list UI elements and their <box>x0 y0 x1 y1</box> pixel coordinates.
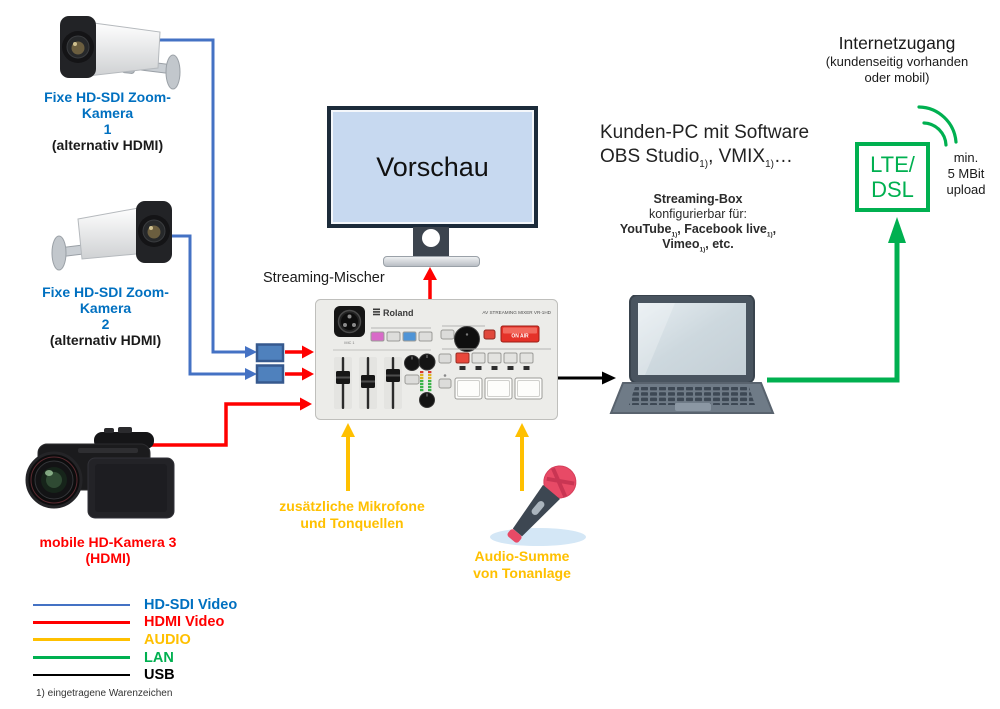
model-label: AV STREAMING MIXER VR-1HD <box>482 310 551 315</box>
mic-icon <box>507 465 577 543</box>
audio-sum-label: Audio-Summe von Tonanlage <box>452 548 592 582</box>
internet-caption: Internetzugang (kundenseitig vorhanden o… <box>807 32 987 86</box>
legend-label-lan: LAN <box>144 649 174 666</box>
camera2-label: Fixe HD-SDI Zoom-Kamera 2 (alternativ HD… <box>18 284 193 348</box>
legend-line-hdsdi <box>33 603 130 606</box>
footnote: 1) eingetragene Warenzeichen <box>36 688 173 699</box>
legend-row: USB <box>33 666 237 684</box>
mixer-label: Streaming-Mischer <box>263 270 385 286</box>
streaming-box-line4: Vimeo1), etc. <box>662 237 734 254</box>
audio-knobs <box>404 353 436 408</box>
legend-label-audio: AUDIO <box>144 631 191 648</box>
camera2-number: 2 <box>101 316 110 332</box>
legend-line-lan <box>33 656 130 660</box>
upload-note-1: min. <box>953 150 979 165</box>
streaming-mixer: MIC 1 Roland AV STREAMING MIXER VR-1HD <box>315 299 558 420</box>
laptop-base <box>609 382 775 414</box>
level-meter <box>420 371 432 392</box>
legend: HD-SDI Video HDMI Video AUDIO LAN USB <box>33 596 237 684</box>
sdi-converter-box-2 <box>255 364 285 384</box>
legend-row: AUDIO <box>33 631 237 649</box>
lte-dsl-box: LTE/ DSL <box>855 142 930 212</box>
camera3-label: mobile HD-Kamera 3 (HDMI) <box>28 534 188 566</box>
scene-buttons <box>438 348 551 370</box>
svg-text:ON AIR: ON AIR <box>511 334 529 340</box>
audio-in-label: zusätzliche Mikrofone und Tonquellen <box>272 498 432 532</box>
lte-line2: DSL <box>871 177 914 202</box>
camera1-illustration <box>52 8 187 98</box>
legend-line-audio <box>33 638 130 642</box>
lte-line1: LTE/ <box>870 152 915 177</box>
camera1-label: Fixe HD-SDI Zoom-Kamera 1 (alternativ HD… <box>20 89 195 153</box>
legend-row: LAN <box>33 649 237 667</box>
streaming-box-caption: Streaming-Box konfigurierbar für: YouTub… <box>600 192 796 254</box>
upload-note-3: upload <box>946 182 986 197</box>
laptop-screen <box>629 295 755 384</box>
legend-row: HDMI Video <box>33 614 237 632</box>
audio-sum-line1: Audio-Summe <box>474 548 570 564</box>
camera3-alt: (HDMI) <box>85 550 131 566</box>
hdmi-line-preview <box>423 267 437 299</box>
input-buttons <box>454 377 543 400</box>
audio-effects-buttons <box>370 327 433 342</box>
pc-caption-line1: Kunden-PC mit Software <box>600 122 810 143</box>
camcorder-screen <box>87 457 175 519</box>
legend-label-hdsdi: HD-SDI Video <box>144 596 238 613</box>
camera2-alt: (alternativ HDMI) <box>49 332 162 348</box>
camcorder-lens <box>25 451 83 509</box>
audio-in-line2: und Tonquellen <box>300 515 404 531</box>
fader-2 <box>359 357 377 409</box>
camera3-illustration <box>18 412 178 524</box>
upload-note: min. 5 MBit upload <box>933 150 999 198</box>
upload-note-2: 5 MBit <box>947 166 985 181</box>
fader-3 <box>384 357 402 409</box>
preview-monitor: Vorschau <box>327 106 538 228</box>
sdi-converter-box-1 <box>255 343 285 363</box>
on-air-button: ON AIR <box>500 325 540 343</box>
legend-row: HD-SDI Video <box>33 596 237 614</box>
hdmi-line-converter1 <box>285 345 314 359</box>
streaming-box-line2: konfigurierbar für: <box>649 207 747 221</box>
audio-line-mics <box>341 423 355 491</box>
camera-body <box>85 21 161 77</box>
laptop-illustration <box>605 295 780 420</box>
mic1-label: MIC 1 <box>344 341 354 345</box>
brand-logo: Roland <box>373 308 414 318</box>
camera2-name: Fixe HD-SDI Zoom-Kamera <box>42 284 169 316</box>
microphone-illustration <box>478 458 593 553</box>
pc-caption-line2: OBS Studio1), VMIX1)… <box>600 146 793 170</box>
monitor-stand-notch <box>422 229 440 247</box>
camera1-name: Fixe HD-SDI Zoom-Kamera <box>44 89 171 121</box>
xlr-input: MIC 1 <box>334 306 365 345</box>
camera-lens <box>60 16 96 78</box>
fader-1 <box>334 357 352 409</box>
internet-title: Internetzugang <box>838 33 956 53</box>
audio-sum-line2: von Tonanlage <box>473 565 571 581</box>
audio-in-line1: zusätzliche Mikrofone <box>279 498 425 514</box>
monitor-stand-base <box>383 256 480 267</box>
setup-section <box>440 325 485 352</box>
rec-button <box>483 329 496 340</box>
auto-switch-button <box>438 374 452 389</box>
hdmi-line-converter2 <box>285 367 314 381</box>
preview-screen-label: Vorschau <box>376 151 489 182</box>
mic-shadow <box>490 528 586 546</box>
svg-text:Roland: Roland <box>383 308 414 318</box>
streaming-box-title: Streaming-Box <box>653 192 743 206</box>
legend-line-hdmi <box>33 620 130 624</box>
camera1-alt: (alternativ HDMI) <box>51 137 164 153</box>
legend-line-usb <box>33 674 130 677</box>
pc-caption: Kunden-PC mit Software OBS Studio1), VMI… <box>600 121 820 169</box>
camera1-number: 1 <box>103 121 112 137</box>
legend-label-hdmi: HDMI Video <box>144 614 225 631</box>
camera-lens <box>136 201 172 263</box>
wifi-signal-icon <box>917 105 958 147</box>
internet-sub2: oder mobil) <box>864 70 930 85</box>
streaming-box-line3: YouTube1), Facebook live1), <box>619 222 777 239</box>
internet-sub1: (kundenseitig vorhanden <box>825 54 969 69</box>
camera3-name: mobile HD-Kamera 3 <box>39 534 177 550</box>
legend-label-usb: USB <box>144 667 175 684</box>
camera2-illustration <box>48 193 178 283</box>
